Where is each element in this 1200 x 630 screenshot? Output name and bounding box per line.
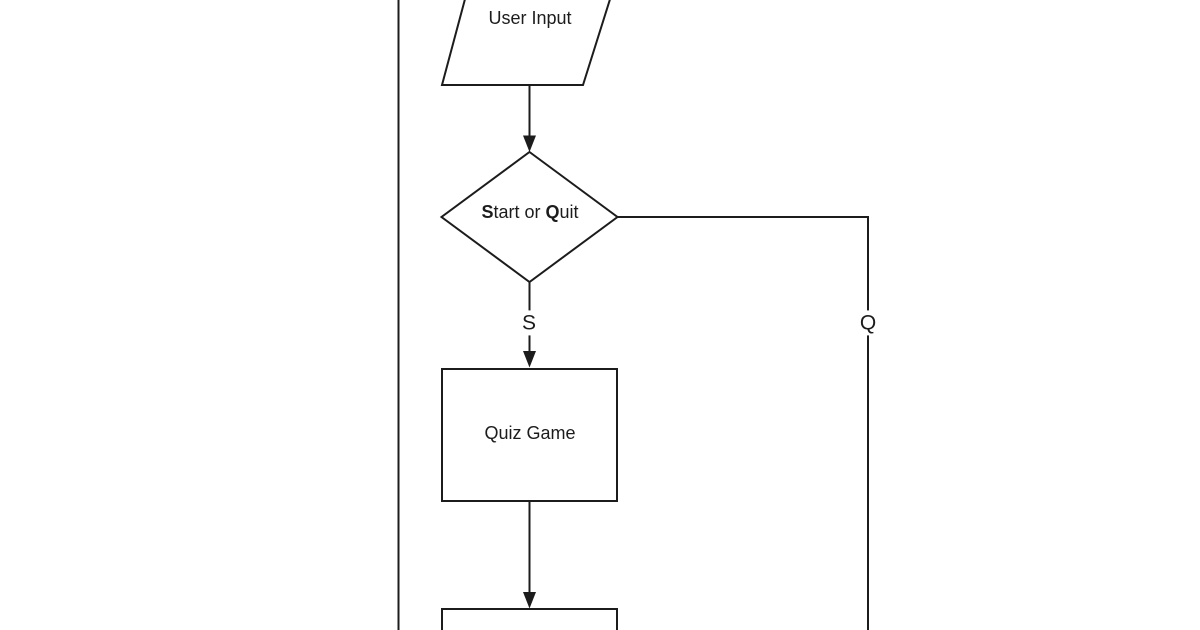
user-input-label: User Input bbox=[488, 8, 572, 29]
edge-quit-line bbox=[617, 216, 869, 630]
arrowhead-into-next-step bbox=[523, 592, 536, 609]
decision-label-mid: tart or bbox=[493, 202, 546, 223]
edge-label-quit: Q bbox=[856, 310, 880, 336]
decision-label-bold-q: Q bbox=[545, 202, 560, 223]
user-input-parallelogram bbox=[440, 0, 611, 86]
arrowhead-into-quiz-game bbox=[523, 351, 536, 368]
next-step-box bbox=[441, 608, 618, 630]
decision-label: Start or Quit bbox=[481, 202, 578, 224]
decision-label-tail: uit bbox=[559, 202, 579, 223]
decision-label-bold-s: S bbox=[481, 202, 494, 223]
edge-label-start: S bbox=[518, 310, 540, 336]
arrowhead-into-decision bbox=[523, 135, 536, 152]
quiz-game-label: Quiz Game bbox=[484, 423, 576, 444]
quiz-game-box bbox=[441, 368, 618, 502]
